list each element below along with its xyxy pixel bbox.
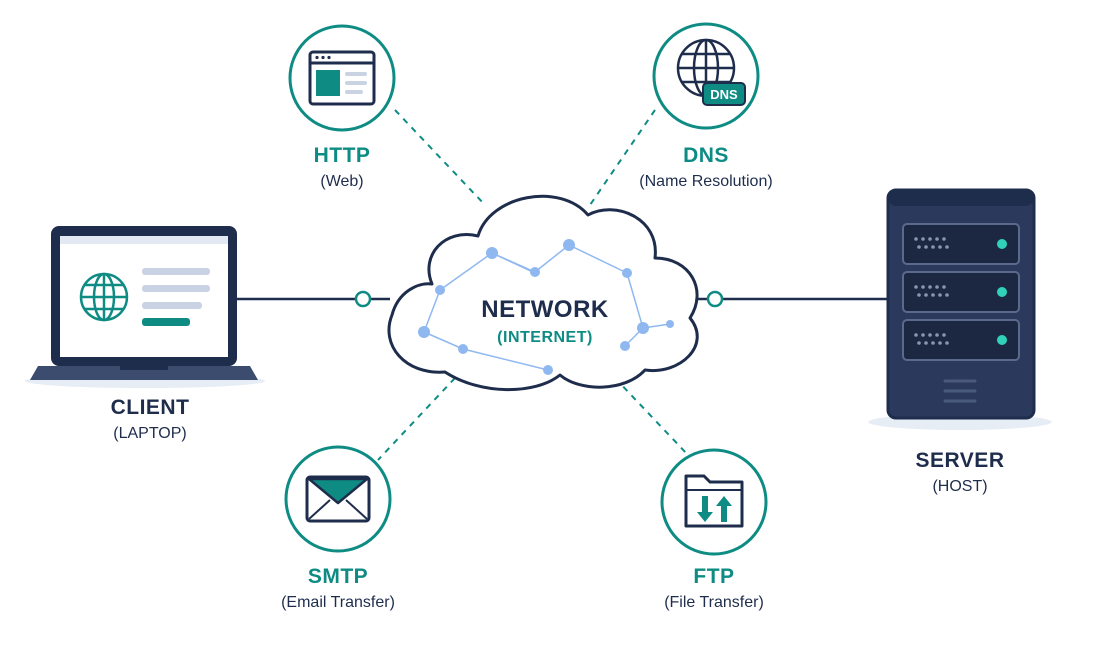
envelope-icon (305, 475, 371, 523)
connector-smtp (377, 377, 456, 461)
http-node (288, 24, 396, 132)
server-vents (914, 237, 949, 345)
server-rack-icon (868, 188, 1052, 430)
protocol-connectors (377, 109, 689, 461)
server-grille (943, 379, 977, 403)
smtp-node (284, 445, 392, 553)
ftp-title: FTP (693, 565, 735, 588)
smtp-subtitle: (Email Transfer) (281, 594, 395, 611)
server-bays (902, 223, 1020, 361)
dns-node: DNS (652, 22, 760, 130)
server-title: SERVER (915, 449, 1005, 472)
server-subtitle: (HOST) (932, 478, 988, 495)
smtp-title: SMTP (307, 565, 369, 588)
http-subtitle: (Web) (320, 173, 364, 190)
http-label: HTTP (Web) (262, 145, 422, 190)
cloud-network-nodes (418, 239, 674, 375)
dns-label: DNS (Name Resolution) (606, 145, 806, 190)
network-title: NETWORK (481, 296, 609, 323)
client-link-node (354, 290, 372, 308)
client-label: CLIENT (LAPTOP) (60, 397, 240, 442)
client-subtitle: (LAPTOP) (113, 425, 187, 442)
globe-dns-icon: DNS (676, 38, 746, 106)
browser-window-icon (308, 50, 376, 106)
server-status-lights (997, 239, 1007, 345)
ftp-subtitle: (File Transfer) (664, 594, 764, 611)
server-link-node (706, 290, 724, 308)
network-subtitle: (INTERNET) (497, 329, 593, 346)
connector-http (394, 109, 486, 206)
smtp-label: SMTP (Email Transfer) (248, 566, 428, 611)
dns-badge-text: DNS (710, 87, 738, 102)
http-title: HTTP (313, 144, 371, 167)
download-arrow-icon (697, 496, 713, 522)
dns-subtitle: (Name Resolution) (639, 173, 773, 190)
client-title: CLIENT (110, 396, 190, 419)
laptop-globe-icon (79, 272, 129, 322)
laptop-icon (25, 226, 265, 388)
server-label: SERVER (HOST) (870, 450, 1050, 495)
connector-ftp (614, 377, 689, 456)
dns-title: DNS (683, 144, 729, 167)
ftp-node (660, 448, 768, 556)
upload-arrow-icon (716, 496, 732, 522)
ftp-label: FTP (File Transfer) (624, 566, 804, 611)
folder-transfer-icon (684, 474, 744, 528)
cloud-icon (387, 194, 699, 392)
